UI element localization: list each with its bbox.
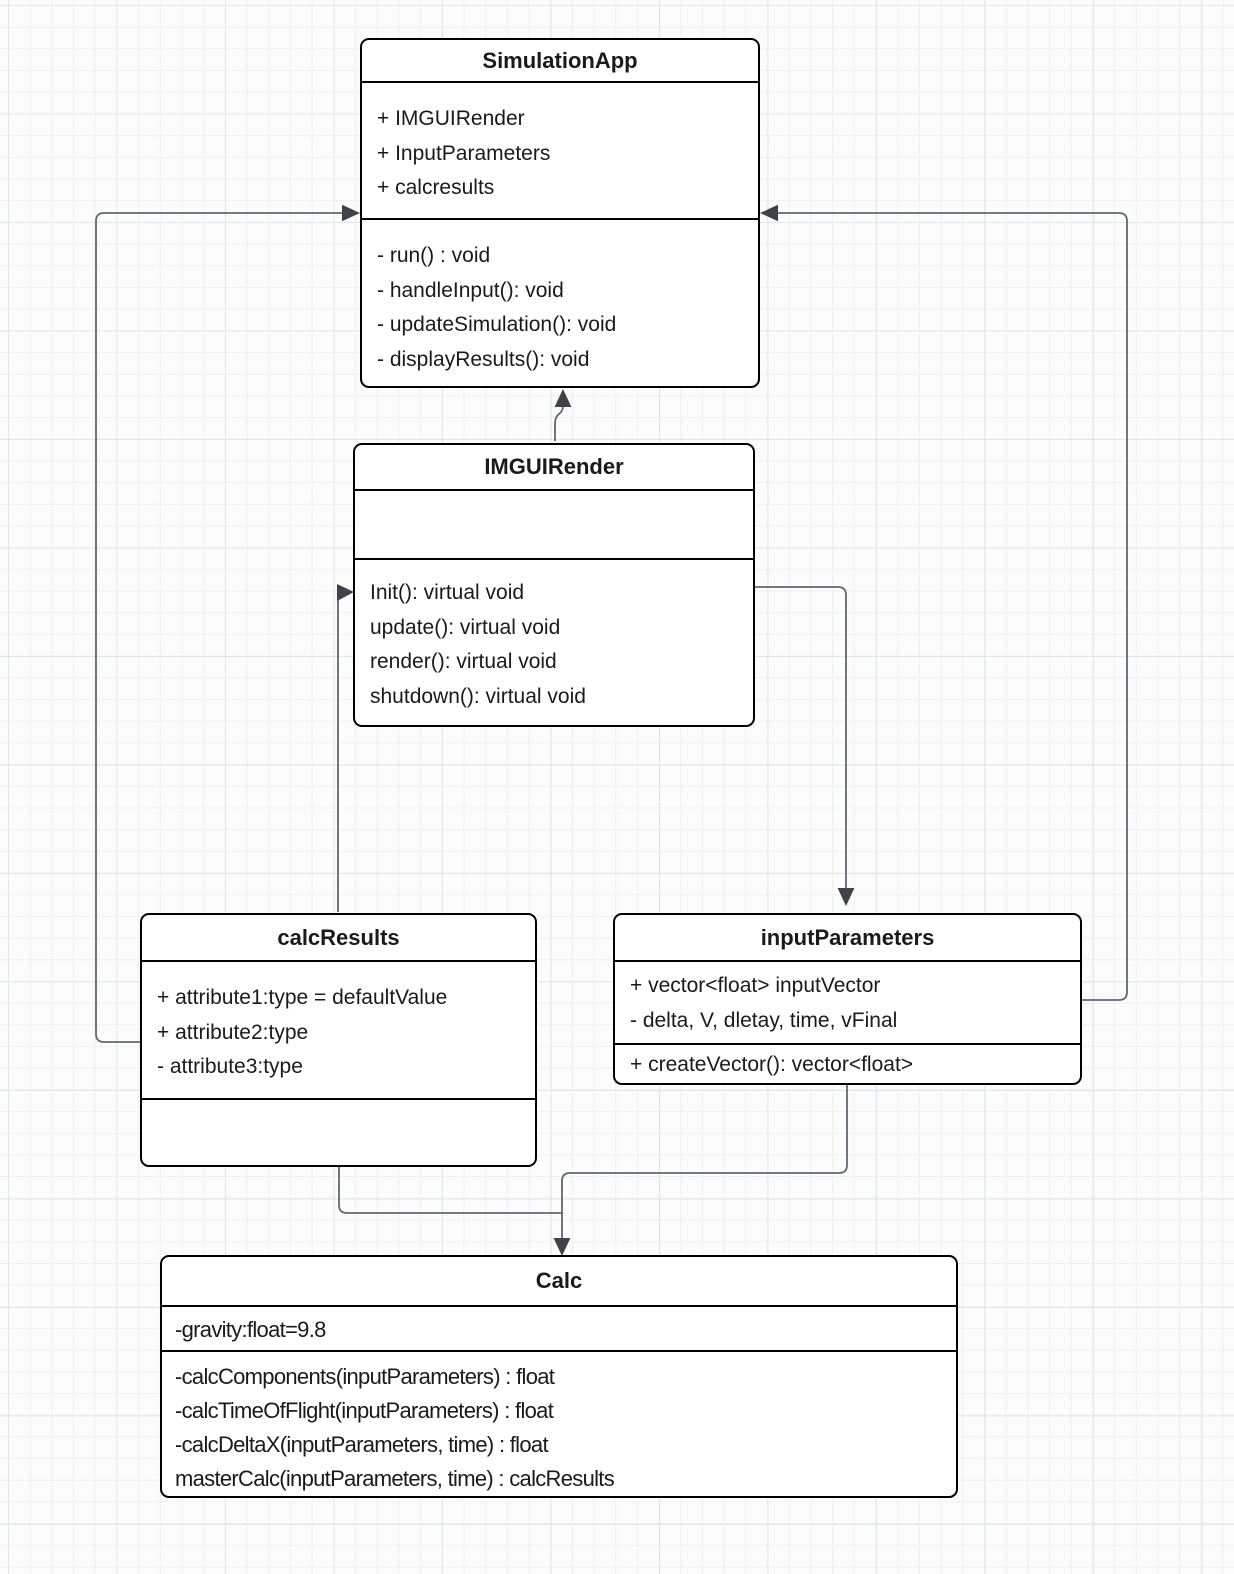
methods-section: + createVector(): vector<float>	[615, 1043, 1080, 1082]
arrowhead-icon	[837, 888, 855, 906]
class-title: calcResults	[277, 924, 400, 950]
class-title: IMGUIRender	[484, 454, 624, 479]
method-row: + createVector(): vector<float>	[630, 1053, 914, 1076]
attribute-row: -gravity:float=9.8	[175, 1317, 326, 1342]
attribute-row: + attribute2:type	[157, 1020, 309, 1044]
attribute-row: - attribute3:type	[157, 1055, 303, 1078]
class-title: SimulationApp	[482, 47, 638, 73]
arrowhead-icon	[760, 204, 778, 222]
arrowhead-icon	[553, 1238, 571, 1256]
arrowhead-icon	[342, 204, 360, 222]
attributes-section: + IMGUIRender + InputParameters + calcre…	[362, 81, 758, 218]
methods-section: -calcComponents(inputParameters) : float…	[162, 1350, 956, 1495]
method-row: - updateSimulation(): void	[377, 313, 617, 336]
method-row: -calcDeltaX(inputParameters, time) : flo…	[175, 1432, 549, 1457]
method-row: render(): virtual void	[370, 650, 557, 673]
method-row: shutdown(): virtual void	[370, 684, 586, 708]
methods-section: - run() : void - handleInput(): void - u…	[362, 218, 758, 385]
edge-inputparameters-to-calc[interactable]	[561, 1085, 848, 1238]
class-title: Calc	[535, 1268, 583, 1293]
method-row: Init(): virtual void	[370, 581, 525, 604]
method-row: masterCalc(inputParameters, time) : calc…	[175, 1466, 615, 1491]
method-row: - handleInput(): void	[377, 278, 564, 302]
method-row: -calcTimeOfFlight(inputParameters) : flo…	[175, 1398, 554, 1423]
class-box-simulationapp[interactable]: SimulationApp + IMGUIRender + InputParam…	[360, 38, 760, 388]
attribute-row: + InputParameters	[377, 141, 551, 165]
attribute-row: + calcresults	[377, 176, 495, 199]
attribute-row: + vector<float> inputVector	[630, 974, 881, 997]
attribute-row: + IMGUIRender	[377, 107, 525, 130]
method-row: - run() : void	[377, 244, 491, 267]
edge-calcresults-to-imguirender[interactable]	[337, 591, 343, 913]
attribute-row: + attribute1:type = defaultValue	[157, 986, 448, 1009]
edge-imguirender-to-inputparameters[interactable]	[755, 586, 847, 888]
attributes-section: + attribute1:type = defaultValue + attri…	[142, 960, 535, 1098]
attributes-section	[355, 489, 753, 558]
edge-calcresults-to-calc[interactable]	[338, 1166, 562, 1214]
class-box-imguirender[interactable]: IMGUIRender Init(): virtual void update(…	[353, 443, 755, 727]
attributes-section: + vector<float> inputVector - delta, V, …	[615, 960, 1080, 1043]
methods-section: Init(): virtual void update(): virtual v…	[355, 558, 753, 722]
class-box-calcresults[interactable]: calcResults + attribute1:type = defaultV…	[140, 913, 537, 1167]
edge-inputparameters-to-simulationapp[interactable]	[777, 212, 1128, 1001]
methods-section	[142, 1098, 535, 1164]
arrowhead-icon	[554, 389, 572, 407]
class-box-calc[interactable]: Calc -gravity:float=9.8 -calcComponents(…	[160, 1255, 958, 1498]
class-box-inputparameters[interactable]: inputParameters + vector<float> inputVec…	[613, 913, 1082, 1085]
method-row: - displayResults(): void	[377, 347, 590, 371]
edge-imguirender-to-simulationapp[interactable]	[554, 405, 564, 441]
attributes-section: -gravity:float=9.8	[162, 1305, 956, 1350]
class-title: inputParameters	[760, 924, 935, 950]
method-row: update(): virtual void	[370, 615, 561, 639]
edge-calcresults-to-simulationapp[interactable]	[95, 212, 343, 1043]
method-row: -calcComponents(inputParameters) : float	[175, 1364, 555, 1389]
attribute-row: - delta, V, dletay, time, vFinal	[630, 1008, 898, 1032]
